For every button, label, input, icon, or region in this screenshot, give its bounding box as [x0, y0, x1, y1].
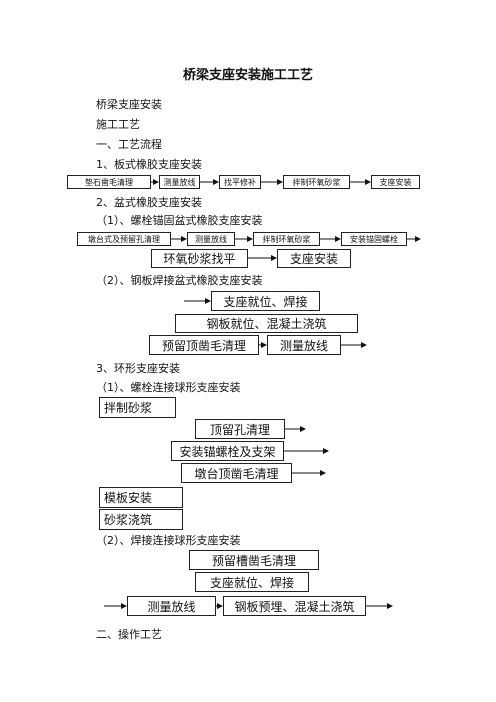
flow1-step-2: 测量放线	[159, 175, 200, 189]
heading-bolt-spherical-bearing: （1）、螺栓连接球形支座安装	[96, 381, 241, 394]
page-title: 桥梁支座安装施工工艺	[182, 68, 313, 83]
flow4-step-1: 拌制砂浆	[99, 397, 176, 418]
flow4-step-6: 砂浆浇筑	[99, 509, 183, 530]
heading-plate-bearing: 1、板式橡胶支座安装	[96, 158, 202, 171]
flow5-step-1: 预留槽凿毛清理	[189, 550, 319, 570]
intro-line-2: 施工工艺	[96, 118, 140, 131]
flow2b-step-1: 环氧砂浆找平	[151, 249, 248, 268]
flow2-step-3: 拌制环氧砂浆	[253, 232, 320, 246]
heading-weld-pot-bearing: （2）、钢板焊接盆式橡胶支座安装	[96, 274, 263, 287]
heading-ring-bearing: 3、环形支座安装	[96, 362, 180, 375]
flow1-step-3: 找平修补	[219, 175, 261, 189]
intro-line-1: 桥梁支座安装	[96, 98, 162, 111]
flow3-step-2: 钢板就位、混凝土浇筑	[175, 314, 358, 333]
flow1-step-1: 垫石凿毛清理	[67, 175, 151, 189]
flow4-step-4: 墩台顶凿毛清理	[181, 463, 292, 483]
flow1-step-4: 拌制环氧砂浆	[283, 175, 350, 189]
flow3-step-4: 测量放线	[267, 335, 341, 355]
flow4-step-2: 顶留孔清理	[195, 419, 285, 439]
section-heading-operation: 二、操作工艺	[96, 628, 162, 641]
heading-bolt-pot-bearing: （1）、螺栓锚固盆式橡胶支座安装	[96, 214, 263, 227]
section-heading-process: 一、工艺流程	[96, 138, 162, 151]
flow4-step-3: 安装锚螺栓及支架	[171, 441, 284, 461]
flow5-step-2: 支座就位、焊接	[195, 572, 309, 592]
flow3-step-1: 支座就位、焊接	[211, 291, 320, 311]
heading-weld-spherical-bearing: （2）、焊接连接球形支座安装	[96, 534, 241, 547]
flow2-step-2: 测量放线	[187, 232, 235, 246]
flow4-step-5: 模板安装	[99, 487, 183, 508]
heading-pot-bearing: 2、盆式橡胶支座安装	[96, 196, 202, 209]
flow3-step-3: 预留顶凿毛清理	[149, 335, 259, 355]
flow2-step-1: 墩台式及预留孔清理	[77, 232, 171, 246]
flow2b-step-2: 支座安装	[277, 249, 351, 268]
flow1-step-5: 支座安装	[371, 175, 420, 189]
flow5-step-3: 测量放线	[127, 596, 216, 616]
flow2-step-4: 安装锚固螺栓	[341, 232, 407, 246]
flow5-step-4: 钢板预埋、混凝土浇筑	[223, 596, 366, 616]
